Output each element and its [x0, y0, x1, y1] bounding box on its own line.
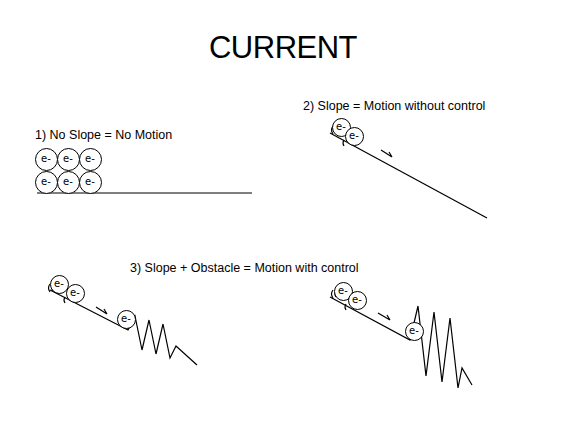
electron-label: e-	[54, 279, 64, 289]
electron-label: e-	[70, 288, 80, 298]
electron-circle: e-	[79, 148, 102, 171]
electron-label: e-	[336, 122, 346, 132]
electron-circle: e-	[345, 127, 364, 146]
electron-circle: e-	[117, 310, 136, 329]
panel-caption: 3) Slope + Obstacle = Motion with contro…	[130, 261, 359, 275]
slope	[330, 133, 487, 218]
electron-circle: e-	[57, 171, 80, 194]
electron-label: e-	[349, 131, 359, 141]
panel-caption: 2) Slope = Motion without control	[303, 99, 485, 113]
electron-label: e-	[352, 295, 362, 305]
electron-circle: e-	[66, 284, 85, 303]
electron-circle: e-	[35, 148, 58, 171]
electron-label: e-	[41, 154, 51, 164]
electron-circle: e-	[405, 322, 424, 341]
electron-label: e-	[409, 326, 419, 336]
electron-circle: e-	[57, 148, 80, 171]
electron-label: e-	[63, 177, 73, 187]
push-mark	[345, 304, 346, 310]
panel-caption: 1) No Slope = No Motion	[35, 128, 172, 142]
slope-with-large-obstacle	[330, 297, 472, 388]
electron-label: e-	[85, 177, 95, 187]
electron-circle: e-	[35, 171, 58, 194]
motion-arrow	[378, 313, 390, 320]
electron-circle: e-	[79, 171, 102, 194]
electron-label: e-	[41, 177, 51, 187]
electron-label: e-	[338, 286, 348, 296]
electron-circle: e-	[348, 291, 367, 310]
electron-label: e-	[85, 154, 95, 164]
electron-label: e-	[121, 314, 131, 324]
motion-arrow	[96, 307, 107, 314]
motion-arrow	[381, 150, 392, 157]
electron-label: e-	[63, 154, 73, 164]
push-mark	[343, 140, 344, 146]
title: CURRENT	[209, 30, 357, 66]
push-mark	[64, 297, 65, 303]
